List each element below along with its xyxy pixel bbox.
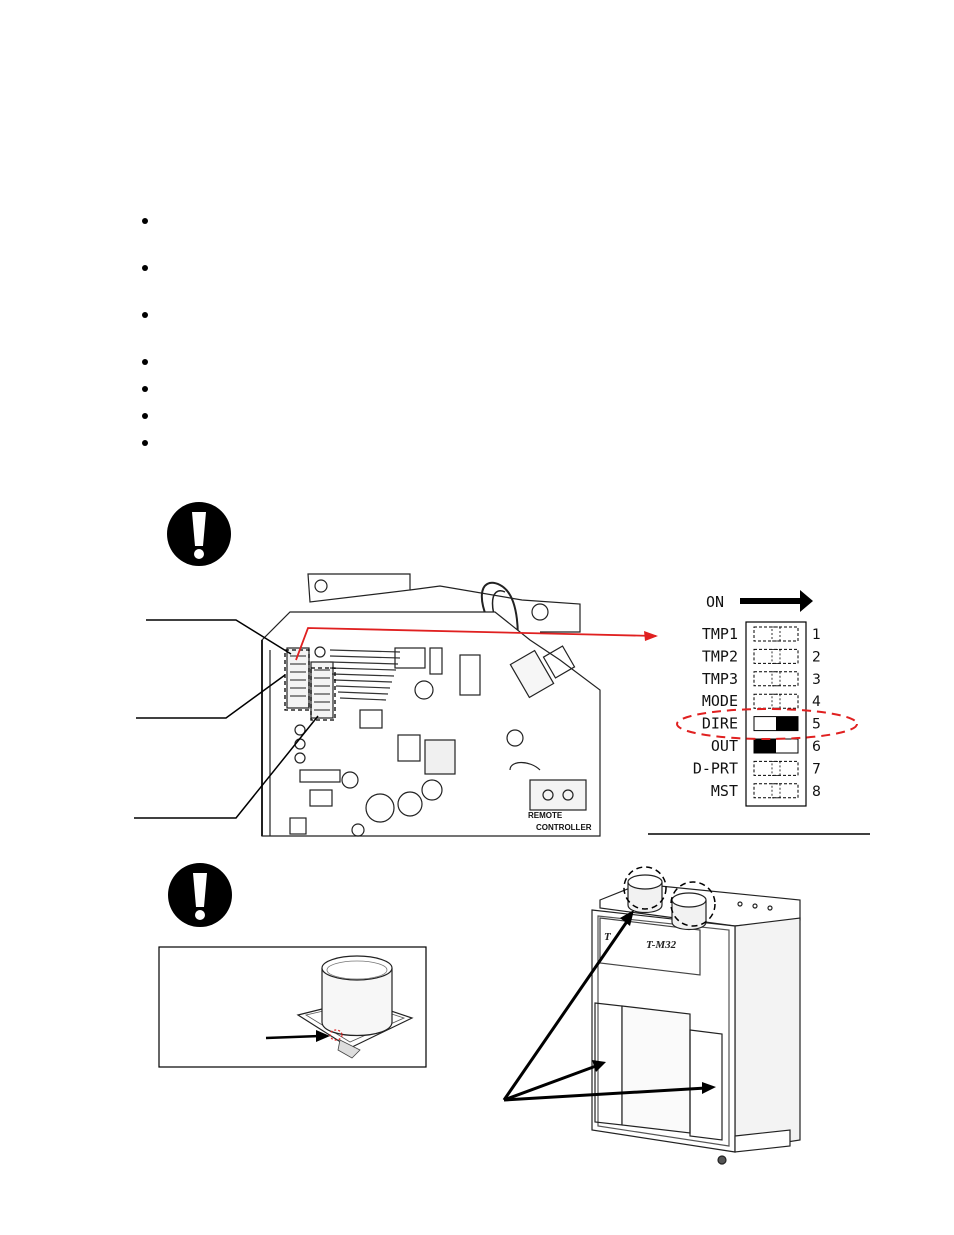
unit-brand-mark: T bbox=[604, 931, 612, 943]
dip-switch-label: DIRE bbox=[702, 715, 738, 733]
unit-illustration bbox=[591, 874, 801, 1165]
duct-detail-box bbox=[158, 946, 427, 1068]
dip-switch-toggle bbox=[753, 783, 799, 799]
dip-switch-number: 3 bbox=[812, 672, 821, 688]
on-label: ON bbox=[706, 593, 724, 611]
dip-switch-label: MST bbox=[711, 782, 738, 800]
bullet-5 bbox=[140, 382, 150, 396]
dip-switch-label: TMP2 bbox=[702, 647, 738, 665]
board-connector-label-2: CONTROLLER bbox=[536, 823, 592, 832]
bullet-2 bbox=[140, 261, 150, 275]
unit-model-label: T-M32 bbox=[646, 939, 677, 951]
dip-switch-label: MODE bbox=[702, 692, 738, 710]
dip-switch-knob bbox=[771, 649, 781, 664]
pointer-arrow-icon bbox=[316, 1030, 330, 1042]
caution-exclamation-icon bbox=[167, 502, 231, 566]
bullet-4 bbox=[140, 355, 150, 369]
duct-highlight-right bbox=[670, 881, 716, 927]
caution-exclamation-icon bbox=[168, 863, 232, 927]
dip-switch-number: 7 bbox=[812, 761, 821, 777]
dip-switch-knob bbox=[771, 671, 781, 687]
dip-switch-label: D-PRT bbox=[693, 759, 738, 777]
board-connector-label-1: REMOTE bbox=[528, 811, 563, 820]
dip-detail-arrow bbox=[295, 627, 657, 661]
dip-switch-toggle bbox=[753, 626, 799, 642]
dip-switch-number: 4 bbox=[812, 694, 821, 710]
dip-switch-label: TMP1 bbox=[702, 625, 738, 643]
dip-switch-number: 1 bbox=[812, 627, 821, 643]
dip-switch-toggle bbox=[753, 693, 799, 709]
dire-switch-highlight bbox=[676, 708, 858, 740]
bullet-3 bbox=[140, 308, 150, 322]
dip-switch-label: TMP3 bbox=[702, 670, 738, 688]
pointer-arrow-icon bbox=[620, 910, 634, 926]
dip-switch-toggle bbox=[753, 760, 799, 776]
bullet-7 bbox=[140, 436, 150, 450]
circuit-board-illustration bbox=[261, 573, 601, 837]
dip-switch-knob bbox=[771, 761, 781, 776]
dip-switch-knob bbox=[776, 716, 798, 731]
leader-lines bbox=[134, 619, 319, 819]
on-direction-arrow-icon bbox=[740, 590, 813, 612]
unit-pointer-arrows bbox=[502, 919, 707, 1102]
dip-switch-number: 5 bbox=[812, 717, 821, 733]
dip-switch-number: 2 bbox=[812, 649, 821, 665]
dip-detail-arrowhead bbox=[644, 631, 658, 641]
bullet-6 bbox=[140, 409, 150, 423]
dip-switch-knob bbox=[771, 783, 781, 799]
pointer-arrow-icon bbox=[592, 1060, 606, 1072]
connector-highlight bbox=[310, 667, 336, 721]
dip-switch-number: 8 bbox=[812, 784, 821, 800]
bullet-1 bbox=[140, 214, 150, 228]
dip-switch-toggle bbox=[753, 671, 799, 687]
dip-switch-knob bbox=[754, 739, 776, 753]
dip-switch-knob bbox=[771, 626, 781, 642]
dip-switch-number: 6 bbox=[812, 739, 821, 755]
duct-highlight-left bbox=[623, 866, 667, 910]
dip-switch-toggle bbox=[753, 648, 799, 664]
dip-switch-label: OUT bbox=[711, 737, 738, 755]
pointer-arrow-icon bbox=[702, 1082, 716, 1094]
sealing-point-highlight bbox=[329, 1029, 343, 1041]
